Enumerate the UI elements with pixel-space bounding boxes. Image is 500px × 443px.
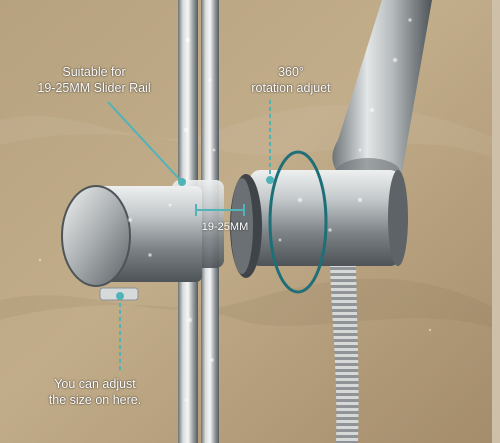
rotation-callout: 360° rotation adjuet [232,64,350,96]
tile-edge [492,0,500,443]
callout-lines [107,100,274,372]
rotation-callout-line2: rotation adjuet [251,81,331,95]
water-droplets [38,17,432,402]
slider-rail-pointer [107,101,183,183]
rotation-callout-line1: 360° [278,65,304,79]
adjuster-cap [62,186,130,286]
adjuster-cap-rim [61,185,131,287]
rail-size-label: 19-25MM [201,221,249,233]
shower-handle [332,0,432,185]
adjust-size-callout: You can adjust the size on here. [20,376,170,408]
adjust-size-callout-line2: the size on here. [48,393,142,407]
rotation-disc-face [231,178,253,274]
holder-end [388,170,408,266]
rotation-ring [268,150,328,294]
shower-hose [330,250,359,443]
slider-rail-callout-line2: 19-25MM Slider Rail [37,81,151,95]
adjust-size-callout-line1: You can adjust [54,377,136,391]
slider-rail-callout: Suitable for 19-25MM Slider Rail [14,64,174,96]
slider-rail-callout-line1: Suitable for [62,65,126,79]
wall-texture [0,278,500,330]
